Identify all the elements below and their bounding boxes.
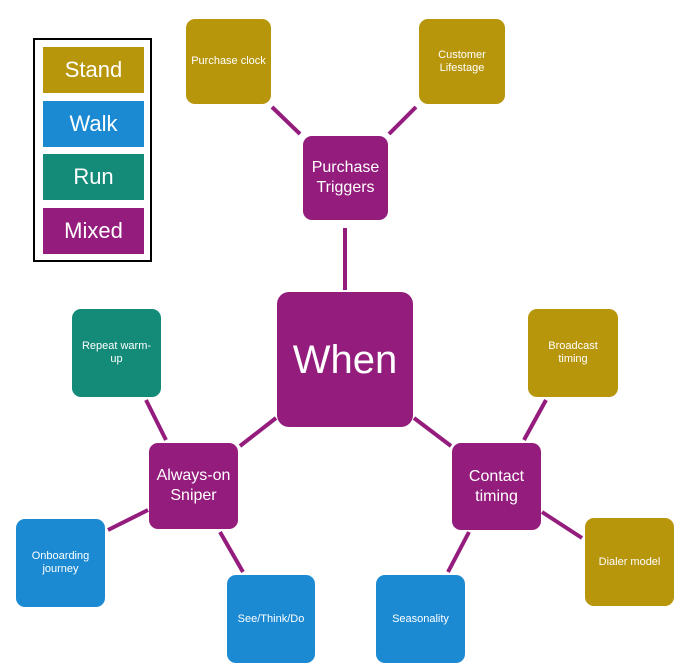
connector-contact-broadcast bbox=[522, 399, 548, 441]
connector-purchase-triggers-customer-lifestage bbox=[387, 105, 418, 136]
connector-sniper-see-think-do bbox=[218, 531, 245, 573]
node-seasonality: Seasonality bbox=[376, 575, 465, 663]
node-dialer-model: Dialer model bbox=[585, 518, 674, 606]
legend-item-run: Run bbox=[43, 154, 144, 200]
node-purchase-triggers: Purchase Triggers bbox=[303, 136, 388, 220]
connector-purchase-triggers-purchase-clock bbox=[270, 105, 302, 136]
node-see-think-do: See/Think/Do bbox=[227, 575, 315, 663]
node-broadcast-timing: Broadcast timing bbox=[528, 309, 618, 397]
legend: Stand Walk Run Mixed bbox=[33, 38, 152, 262]
legend-item-stand: Stand bbox=[43, 47, 144, 93]
node-contact-timing: Contact timing bbox=[452, 443, 541, 530]
connector-contact-seasonality bbox=[446, 531, 471, 573]
node-customer-lifestage: Customer Lifestage bbox=[419, 19, 505, 104]
connector-sniper-repeat-warm-up bbox=[144, 399, 168, 441]
connector-sniper-onboarding bbox=[107, 508, 149, 532]
connector-center-always-on-sniper bbox=[238, 416, 278, 448]
legend-item-mixed: Mixed bbox=[43, 208, 144, 254]
connector-center-contact-timing bbox=[412, 416, 453, 448]
connector-contact-dialer bbox=[540, 510, 584, 540]
node-onboarding-journey: Onboarding journey bbox=[16, 519, 105, 607]
legend-item-walk: Walk bbox=[43, 101, 144, 147]
node-always-on-sniper: Always-on Sniper bbox=[149, 443, 238, 529]
node-when: When bbox=[277, 292, 413, 427]
node-repeat-warm-up: Repeat warm-up bbox=[72, 309, 161, 397]
node-purchase-clock: Purchase clock bbox=[186, 19, 271, 104]
